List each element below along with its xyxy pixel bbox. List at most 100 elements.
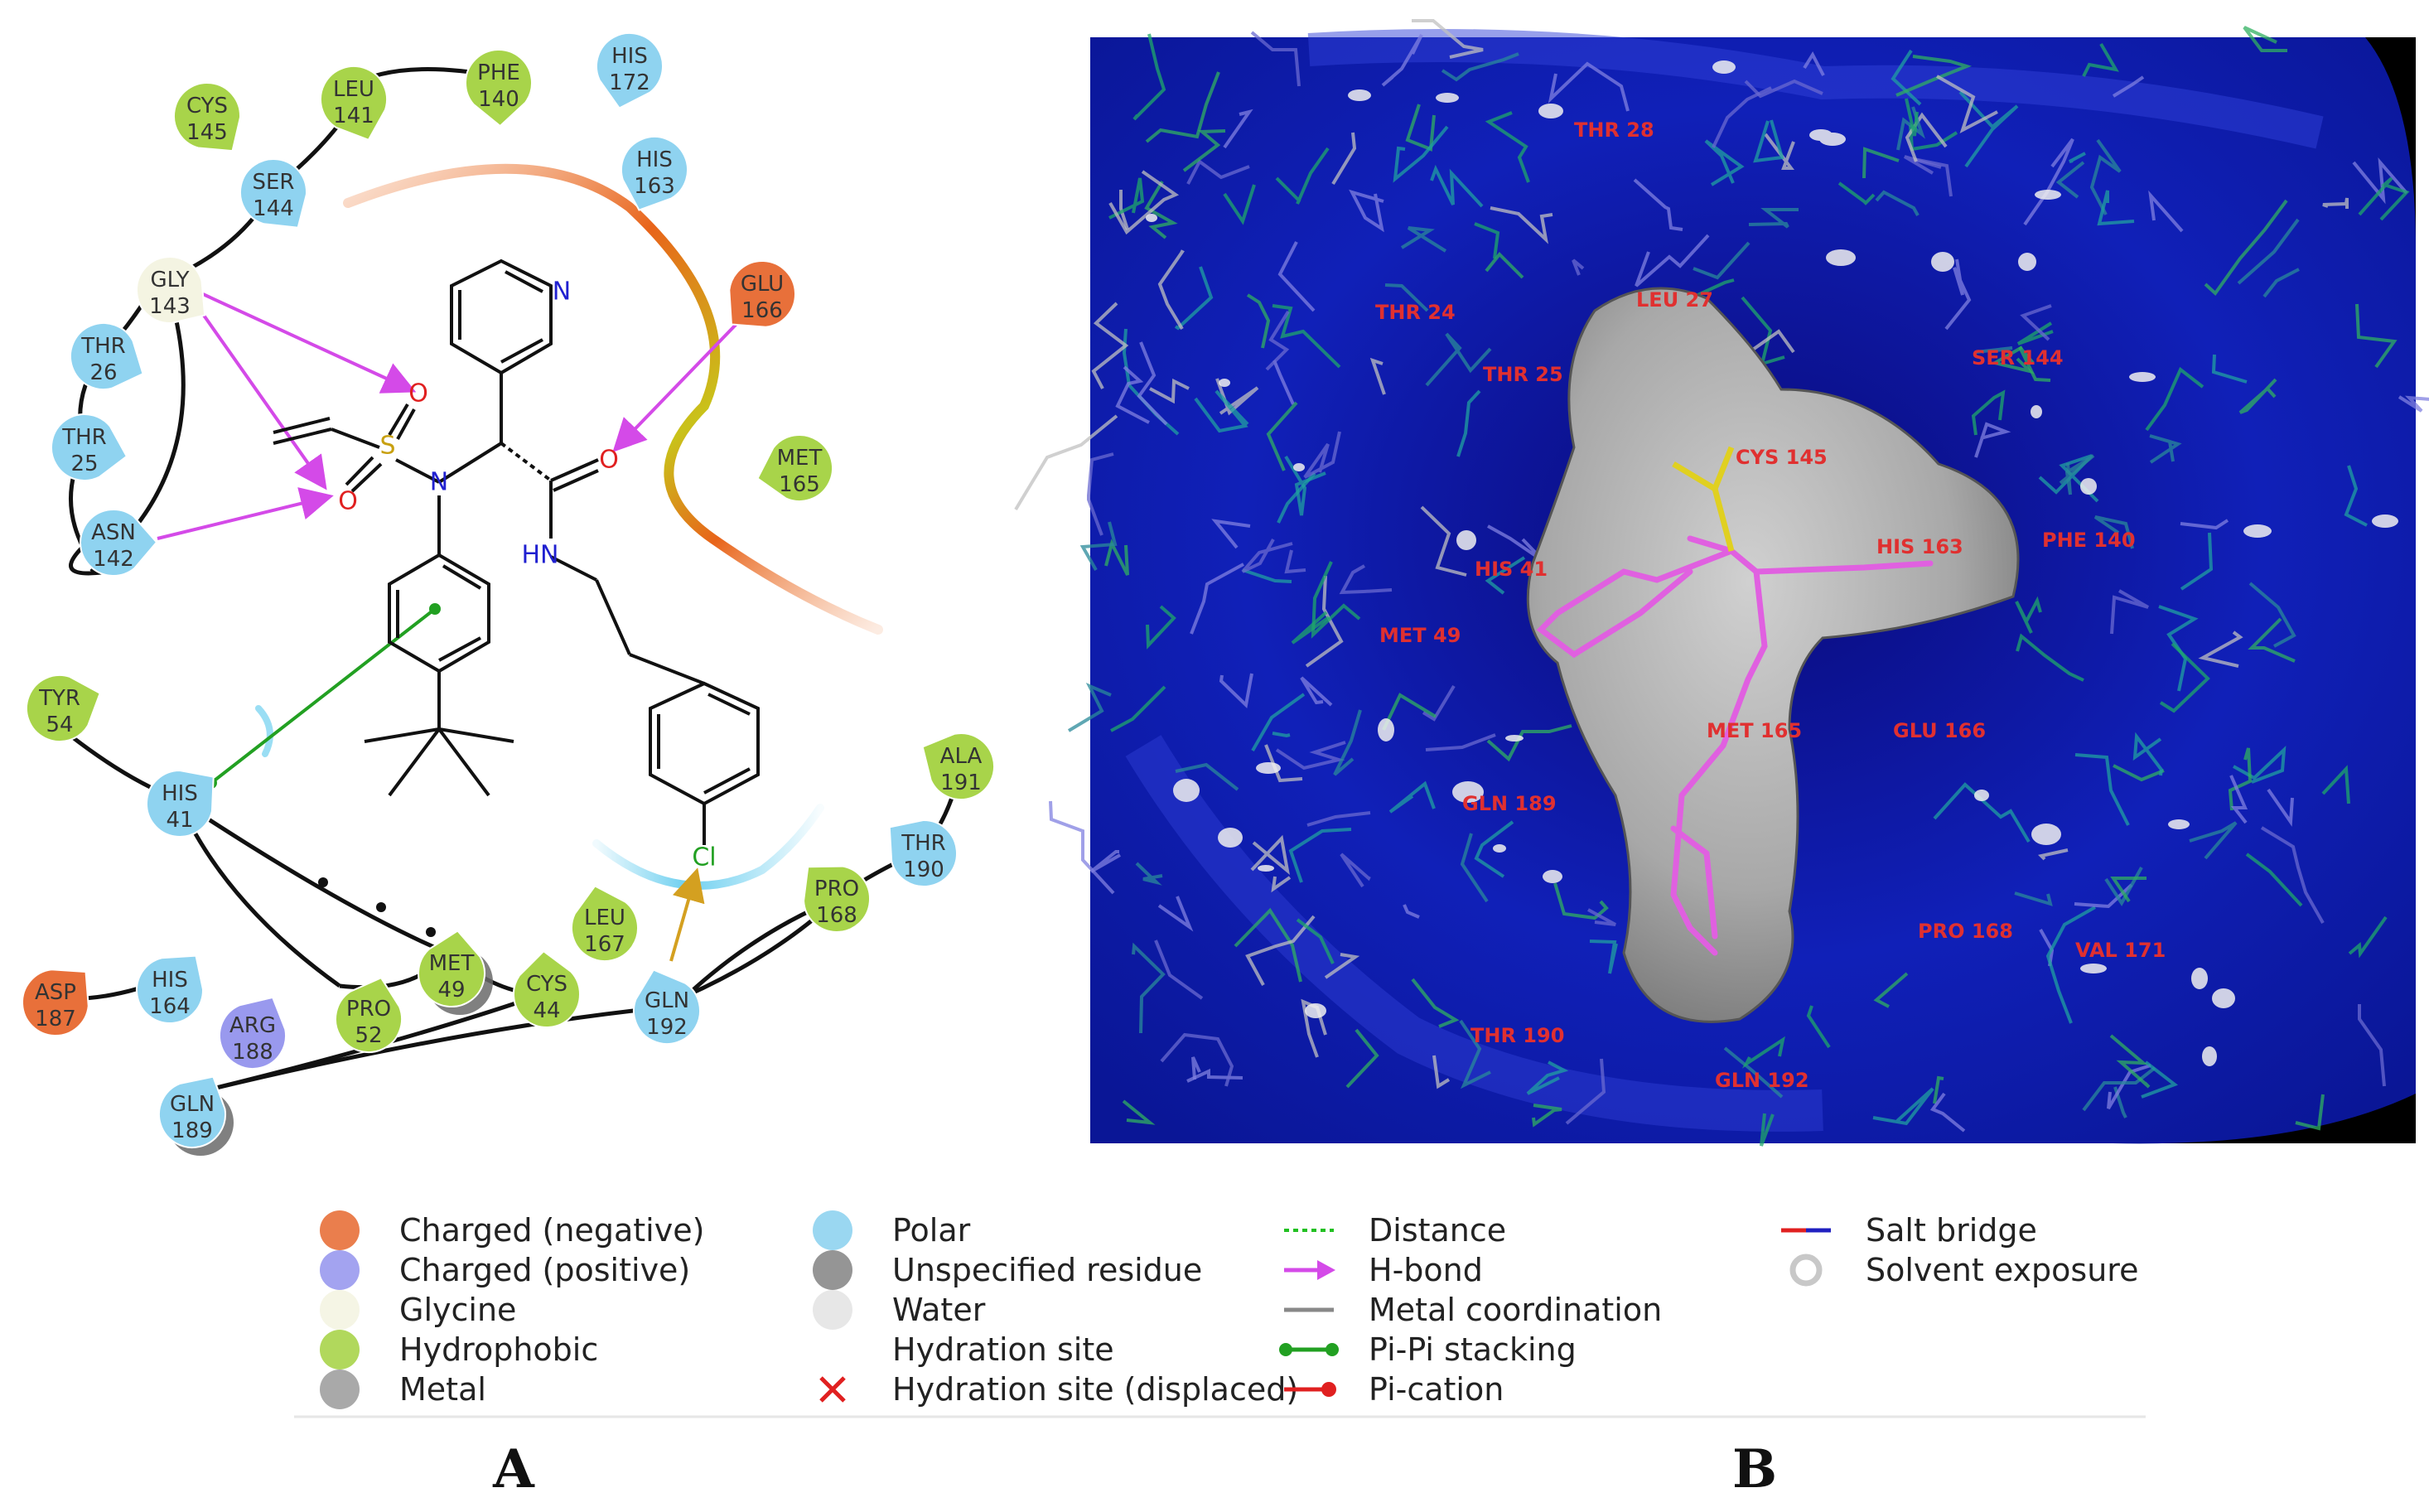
residue-shape bbox=[239, 158, 307, 229]
residue-stick bbox=[1905, 98, 1919, 137]
residue-shape bbox=[921, 732, 995, 800]
atom-hn: HN bbox=[522, 541, 559, 570]
residue-stick bbox=[1862, 147, 1900, 179]
site-label-gln192: GLN 192 bbox=[1715, 1069, 1809, 1092]
residue-stick bbox=[1909, 124, 1958, 152]
residue-stick bbox=[1108, 177, 1145, 220]
residue-stick bbox=[1760, 1113, 1775, 1147]
specular-highlight bbox=[2372, 514, 2398, 528]
residue-stick bbox=[1242, 568, 1292, 583]
residue-stick bbox=[1333, 709, 1362, 776]
residue-stick bbox=[1110, 685, 1166, 732]
legend-label: Water bbox=[892, 1292, 986, 1328]
site-label-ser144: SER 144 bbox=[1972, 346, 2064, 370]
residue-stick bbox=[1246, 293, 1271, 349]
residue-stick bbox=[1565, 1058, 1606, 1125]
residue-stick bbox=[1067, 683, 1112, 732]
residue-stick bbox=[2148, 190, 2184, 233]
residue-stick bbox=[2322, 197, 2349, 209]
legend-item: Glycine bbox=[320, 1290, 516, 1330]
residue-name: GLN bbox=[645, 988, 689, 1013]
residue-shape bbox=[756, 434, 833, 502]
residue-stick bbox=[2204, 199, 2288, 297]
residue-name: PRO bbox=[814, 877, 859, 901]
residue-stick bbox=[1049, 800, 1115, 895]
residue-stick bbox=[1191, 1056, 1201, 1080]
residue-stick bbox=[1271, 876, 1292, 893]
residue-stick bbox=[2260, 826, 2325, 924]
residue-stick bbox=[1250, 834, 1290, 876]
specular-highlight bbox=[1456, 530, 1476, 550]
residue-nodes: CYS145LEU141PHE140HIS172SER144HIS163GLY1… bbox=[22, 32, 995, 1156]
residue-stick bbox=[1872, 1087, 1934, 1126]
residue-shape bbox=[571, 885, 639, 962]
residue-number: 187 bbox=[35, 1007, 76, 1031]
residue-stick bbox=[2243, 26, 2287, 52]
residue-stick bbox=[1266, 401, 1298, 471]
residue-stick bbox=[1526, 1060, 1569, 1095]
residue-stick bbox=[2398, 395, 2429, 413]
residue-shape bbox=[80, 509, 158, 577]
legend-x-icon bbox=[819, 1376, 846, 1403]
site-label-val171: VAL 171 bbox=[2075, 939, 2166, 962]
residue-number: 49 bbox=[437, 978, 465, 1002]
residue-shape bbox=[513, 949, 581, 1028]
legend-circle-icon bbox=[813, 1290, 852, 1330]
specular-highlight bbox=[2168, 819, 2190, 829]
residue-stick bbox=[1441, 52, 1519, 82]
site-label-leu27: LEU 27 bbox=[1636, 288, 1713, 312]
legend-dot-icon bbox=[1321, 1382, 1336, 1397]
legend-item: Unspecified residue bbox=[813, 1250, 1202, 1290]
site-label-thr190: THR 190 bbox=[1470, 1024, 1564, 1047]
residue-stick bbox=[1174, 266, 1214, 331]
residue-name: CYS bbox=[186, 94, 228, 118]
residue-stick bbox=[1548, 61, 1630, 112]
residue-stick bbox=[1340, 853, 1371, 888]
residue-stick bbox=[1219, 673, 1253, 709]
legend-item: Salt bridge bbox=[1781, 1212, 2037, 1249]
residue-stick bbox=[2018, 345, 2051, 382]
residue-stick bbox=[1215, 378, 1259, 416]
residue-stick bbox=[2348, 915, 2388, 959]
residue-number: 142 bbox=[93, 547, 134, 572]
residue-number: 141 bbox=[333, 104, 374, 128]
residue-stick bbox=[1933, 782, 2031, 843]
residue-stick bbox=[1091, 302, 1129, 389]
residue-name: ASN bbox=[91, 520, 136, 545]
residue-stick bbox=[1300, 676, 1333, 707]
site-label-met49: MET 49 bbox=[1379, 624, 1461, 647]
residue-stick bbox=[1234, 907, 1302, 983]
residue-shape bbox=[70, 322, 144, 390]
ligand-atoms: N N S O O O HN Cl bbox=[338, 278, 716, 872]
residue-stick bbox=[1149, 378, 1190, 404]
legend-circle-icon bbox=[320, 1330, 360, 1369]
residue-number: 168 bbox=[816, 903, 857, 928]
residue-name: LEU bbox=[584, 906, 625, 930]
legend-circle-icon bbox=[320, 1250, 360, 1290]
residue-stick bbox=[1331, 132, 1357, 186]
residue-name: ALA bbox=[940, 744, 983, 769]
residue-stick bbox=[1460, 833, 1489, 903]
atom-cl: Cl bbox=[692, 843, 716, 872]
residue-name: MET bbox=[777, 446, 823, 471]
residue-number: 190 bbox=[903, 857, 944, 882]
surface-highlights bbox=[1146, 60, 2398, 1066]
residue-name: CYS bbox=[526, 972, 567, 997]
residue-name: ARG bbox=[229, 1013, 276, 1038]
residue-number: 26 bbox=[89, 360, 117, 385]
specular-highlight bbox=[2243, 524, 2272, 538]
residue-stick bbox=[1485, 111, 1530, 183]
legend-dot-icon bbox=[1326, 1343, 1339, 1356]
residue-stick bbox=[2059, 454, 2095, 495]
residue-shape bbox=[596, 32, 664, 109]
residue-stick bbox=[1393, 125, 1449, 183]
legend-label: Polar bbox=[892, 1212, 971, 1249]
residue-stick bbox=[1089, 850, 1121, 873]
residue-stick bbox=[1741, 1036, 1785, 1069]
residue-number: 143 bbox=[149, 294, 191, 319]
